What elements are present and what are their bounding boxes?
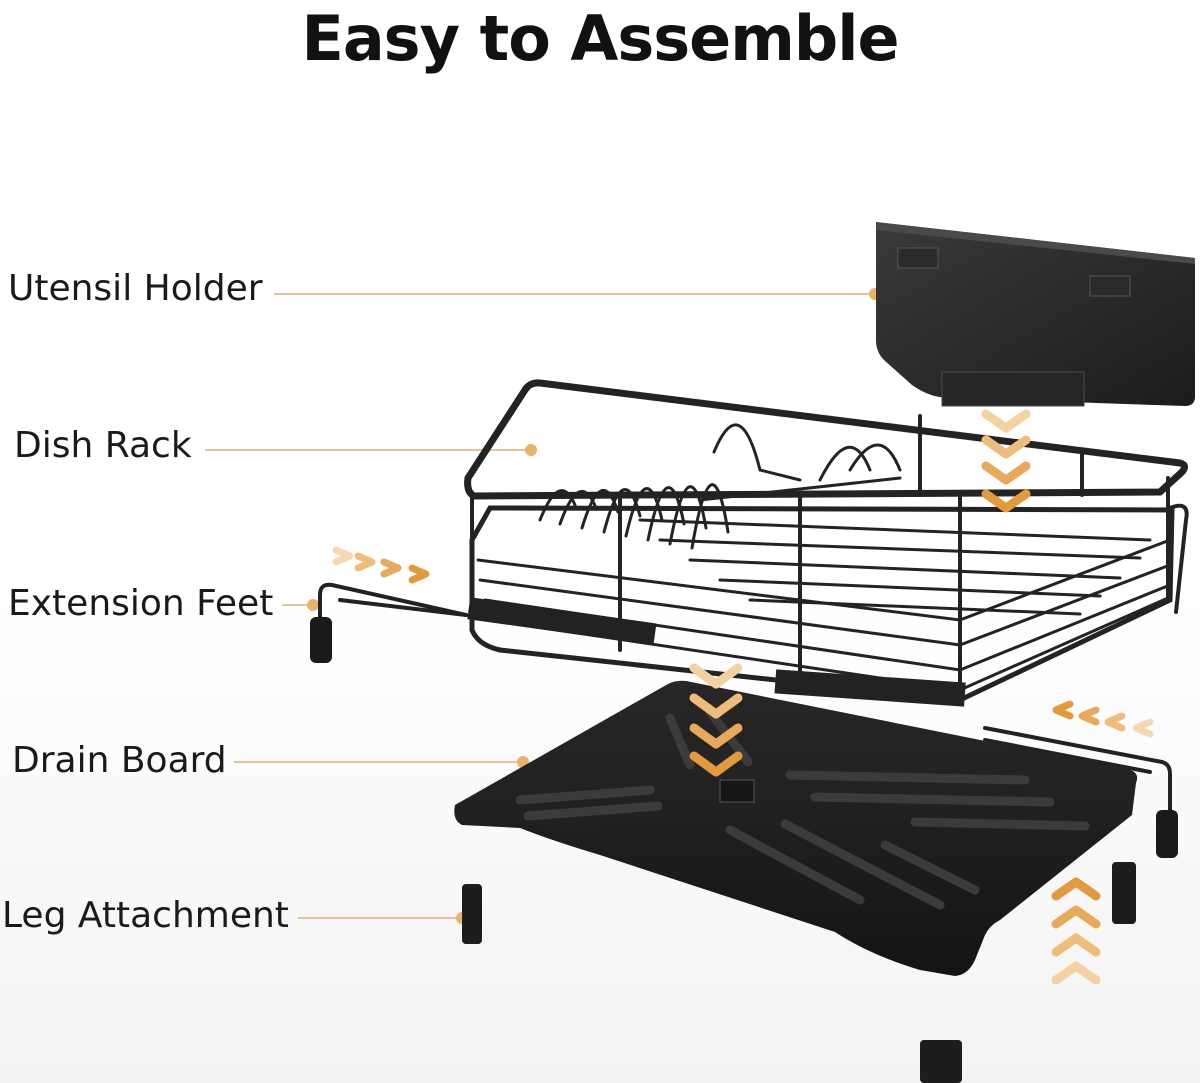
- leg-attachment-bottom: [920, 1040, 962, 1083]
- dish-rack-illustration: [464, 379, 1189, 707]
- page-title: Easy to Assemble: [301, 2, 899, 75]
- extension-foot-left: [310, 582, 468, 663]
- extension-foot-right: [983, 726, 1178, 858]
- direction-chevrons: [332, 409, 1154, 985]
- drain-board-illustration: [454, 680, 1138, 976]
- label-extension-feet: Extension Feet: [8, 583, 274, 624]
- label-utensil-holder: Utensil Holder: [8, 268, 263, 309]
- leader-dot-extension-feet: [307, 599, 319, 611]
- label-leg-attachment: Leg Attachment: [2, 895, 289, 936]
- label-drain-board: Drain Board: [12, 740, 227, 781]
- leg-attachments: [462, 862, 1136, 1083]
- utensil-holder-illustration: [876, 222, 1195, 407]
- leg-attachment-right: [1112, 862, 1136, 924]
- leader-dot-dish-rack: [525, 444, 537, 456]
- label-dish-rack: Dish Rack: [14, 425, 192, 466]
- leg-attachment-left: [462, 884, 482, 944]
